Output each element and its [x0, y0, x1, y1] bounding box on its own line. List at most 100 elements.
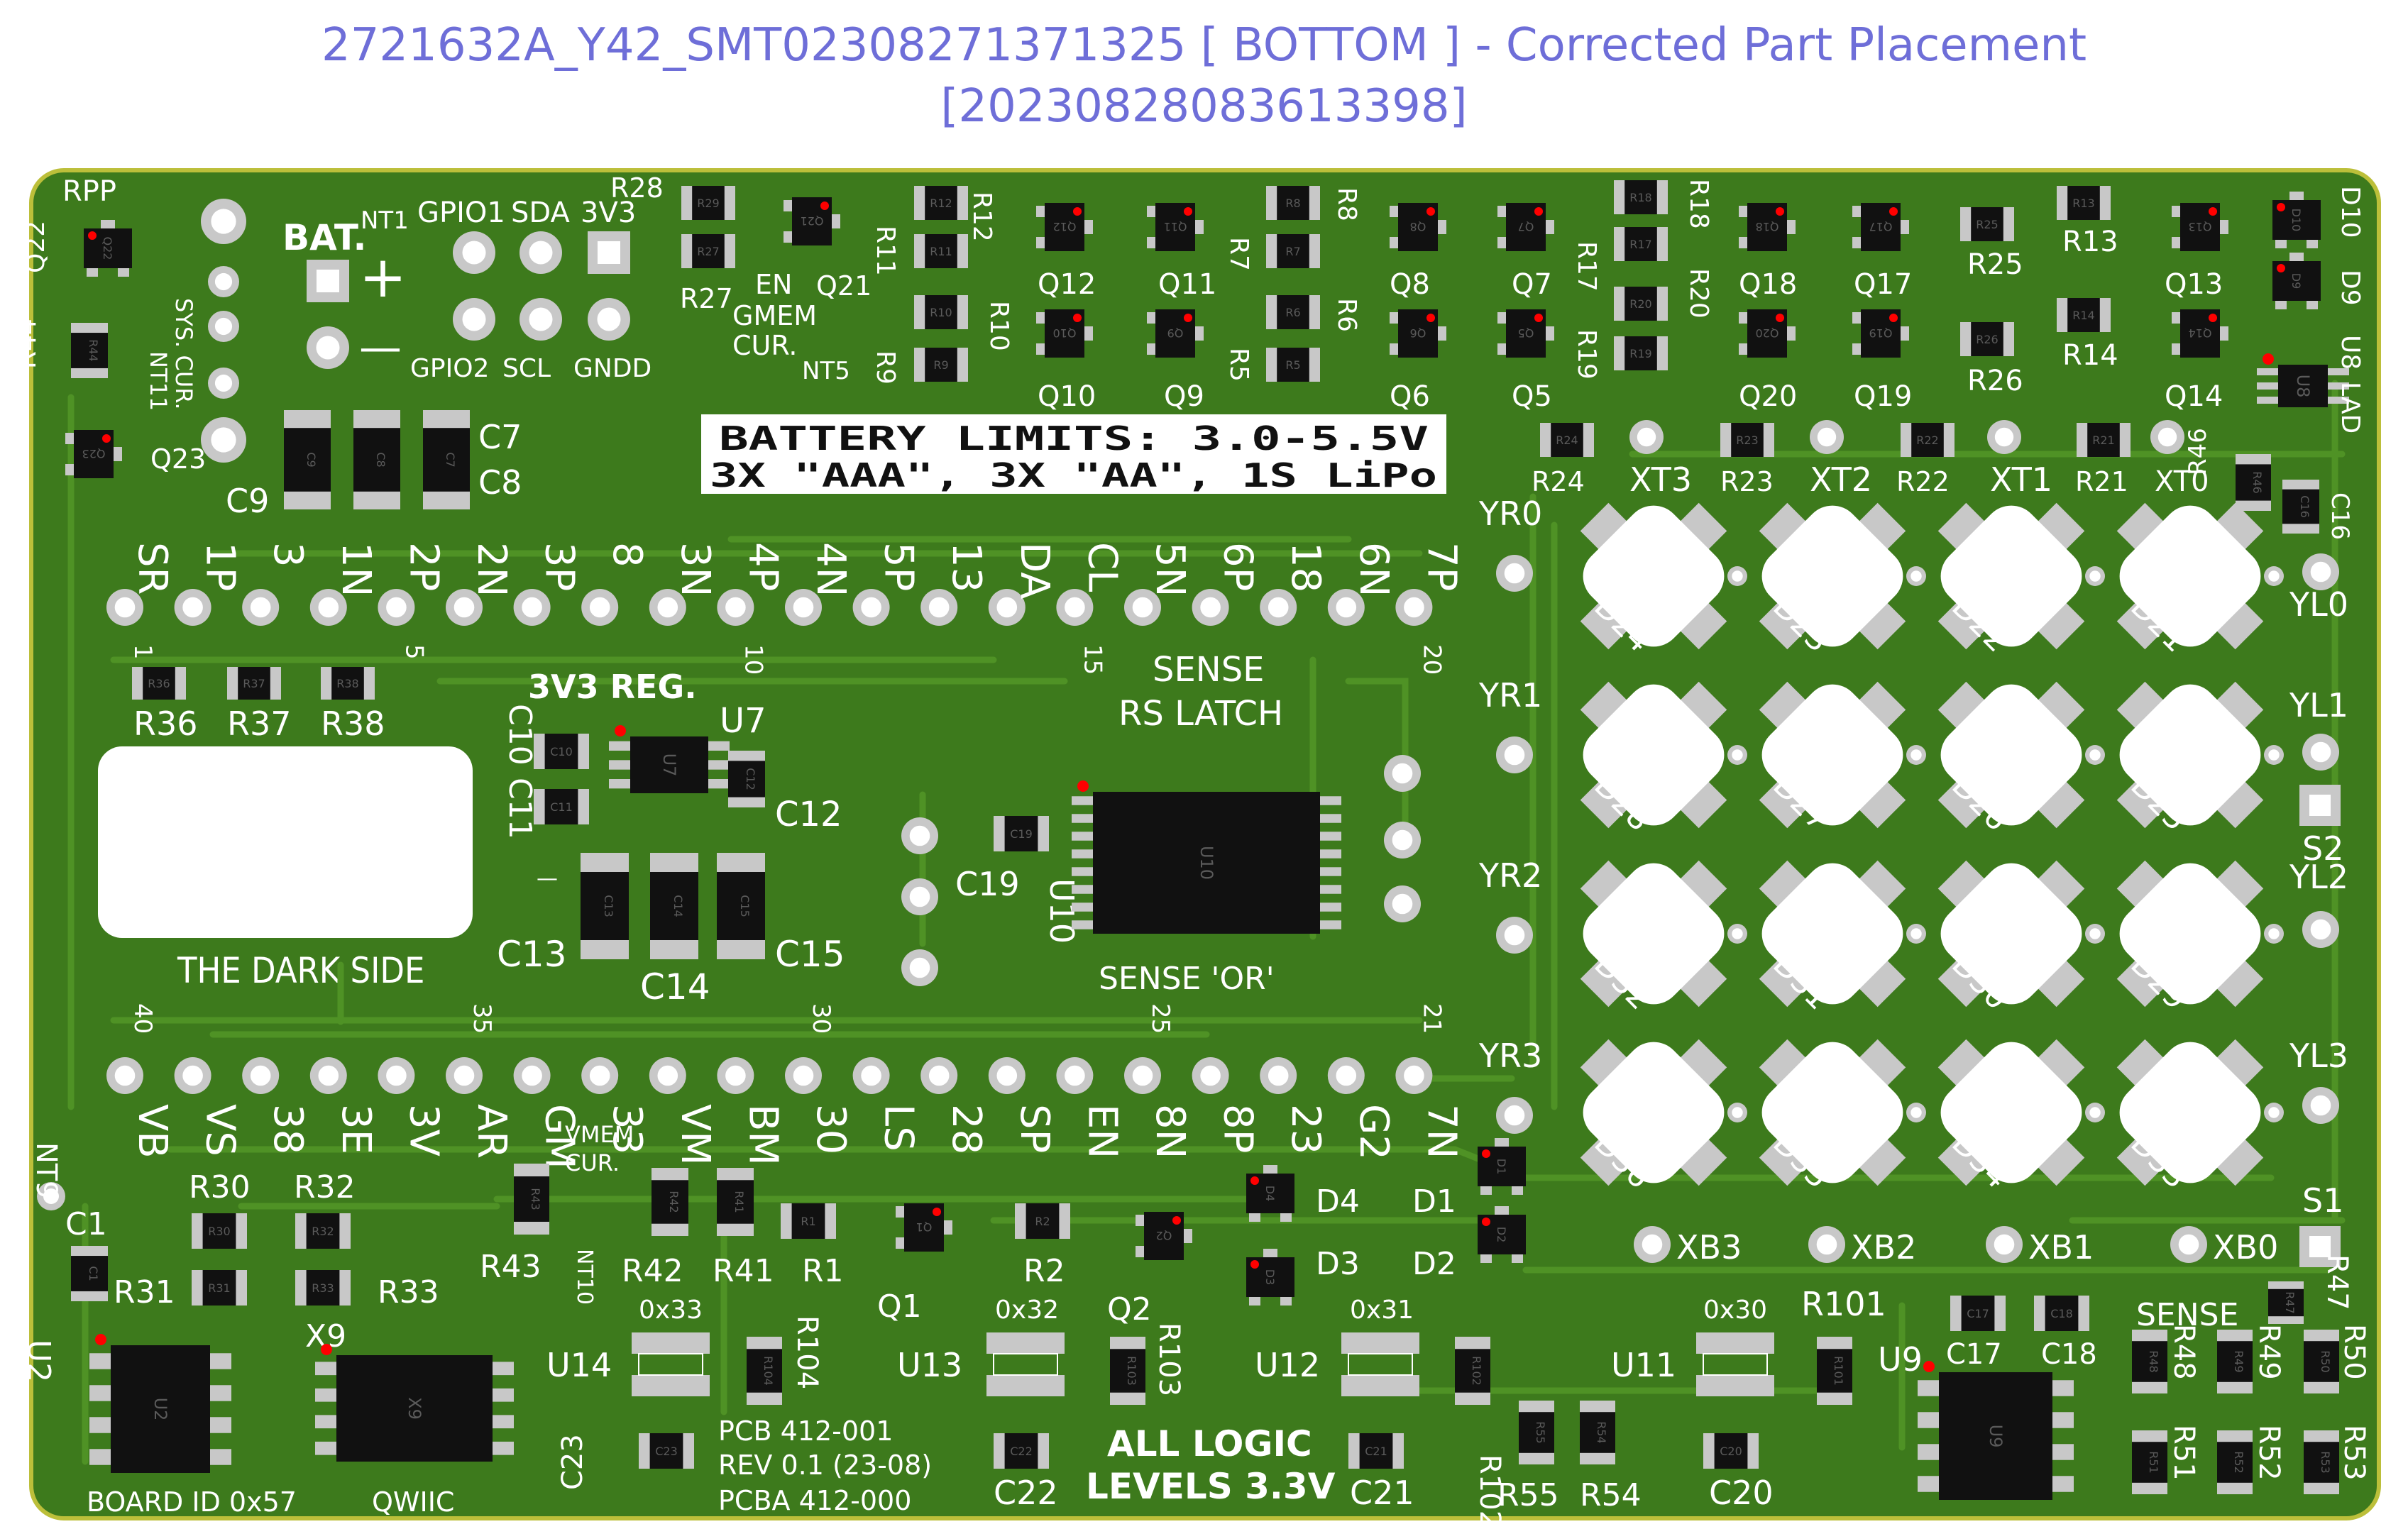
row-pad-yr0	[1496, 555, 1533, 592]
designator-q21: Q21	[816, 270, 872, 302]
designator-q19: Q19	[1854, 380, 1912, 413]
upper-pin-8	[581, 589, 619, 626]
transistor-q1: Q1	[896, 1203, 952, 1252]
plus-label: +	[359, 244, 407, 310]
designator-r102: R102	[1473, 1455, 1506, 1528]
row-label-yr0: YR0	[1478, 495, 1542, 533]
lower-pin-label-11: 30	[808, 1104, 854, 1154]
col-label-yl1: YL1	[2289, 686, 2348, 724]
lower-pin-19	[1327, 1057, 1365, 1094]
addr-u11: 0x30	[1703, 1296, 1767, 1325]
designator-r19: R19	[1572, 329, 1601, 380]
bat-minus-pad	[307, 326, 349, 369]
resistor-r10: R10	[914, 295, 968, 329]
transistor-q10: Q10	[1036, 309, 1093, 358]
designator-r18: R18	[1684, 179, 1713, 229]
resistor-r27: R27	[681, 234, 735, 268]
part-marking: C9	[304, 452, 318, 467]
led-via-d21	[2264, 566, 2284, 586]
part-marking: R55	[1534, 1421, 1547, 1443]
upper-pin-12	[852, 589, 890, 626]
upper-pin-19	[1327, 589, 1365, 626]
designator-c16: C16	[2326, 492, 2354, 540]
col-label-yl0: YL0	[2289, 585, 2348, 624]
upper-pin-5	[378, 589, 415, 626]
upper-pin-number-5: 5	[400, 644, 428, 660]
transistor-d4: D4	[1246, 1165, 1294, 1222]
designator-r7: R7	[1224, 237, 1253, 271]
part-marking: R20	[1629, 297, 1651, 311]
pin1-dot	[1250, 1176, 1259, 1185]
part-marking: R47	[2283, 1291, 2297, 1313]
transistor-q6: Q6	[1390, 309, 1446, 358]
pin1-dot	[1482, 1218, 1490, 1226]
led-via-d28	[1727, 745, 1747, 765]
xb0-pad	[2170, 1226, 2207, 1263]
part-marking: C20	[1720, 1445, 1742, 1458]
designator-r49: R49	[2253, 1324, 2285, 1380]
lower-pin-10	[717, 1057, 754, 1094]
part-marking: R27	[697, 245, 719, 258]
capacitor-r48: R48	[2132, 1330, 2167, 1393]
part-marking: R10	[930, 306, 952, 319]
capacitor-c14: C14	[650, 853, 698, 959]
lower-pin-label-3: 38	[265, 1104, 311, 1154]
lower-pin-label-7: GM	[537, 1104, 583, 1169]
designator-c20: C20	[1709, 1474, 1774, 1512]
part-marking: C11	[550, 800, 573, 814]
latch-pad-1	[901, 817, 938, 854]
designator-c23: C23	[556, 1434, 589, 1490]
xb1-label: XB1	[2028, 1228, 2094, 1266]
upper-pin-label-14: DA	[1011, 542, 1057, 599]
nt10-label: NT10	[572, 1249, 597, 1305]
pin1-dot	[1482, 1149, 1490, 1158]
designator-r1: R1	[802, 1253, 844, 1289]
resistor-r24: R24	[1540, 423, 1594, 457]
part-marking: R41	[732, 1191, 746, 1213]
transistor-d9: D9	[2272, 253, 2321, 309]
part-marking: C21	[1365, 1445, 1387, 1458]
led-d21	[2116, 502, 2264, 650]
scl-label: SCL	[502, 354, 551, 383]
part-marking: C23	[655, 1445, 678, 1458]
capacitor-r50: R50	[2304, 1330, 2339, 1393]
xb0-label: XB0	[2213, 1228, 2278, 1266]
gndd-label: GNDD	[573, 354, 652, 383]
part-marking: R101	[1832, 1356, 1845, 1386]
bat-label: BAT.	[282, 217, 366, 258]
led-d27	[1759, 681, 1906, 829]
rs-latch-label: RS LATCH	[1118, 694, 1283, 734]
pin1-dot	[1534, 207, 1543, 216]
part-marking: Q8	[1410, 220, 1426, 233]
designator-u11: U11	[1611, 1346, 1676, 1384]
capacitor-r101: R101	[1817, 1337, 1852, 1405]
led-d28	[1580, 681, 1727, 829]
designator-u13: U13	[897, 1346, 962, 1384]
lower-pin-6	[446, 1057, 483, 1094]
battery-limits-box: BATTERY LIMITS: 3.0-5.5V 3X "AAA", 3X "A…	[701, 414, 1446, 495]
pin1-dot	[2209, 314, 2217, 322]
lower-pin-label-18: 23	[1282, 1104, 1329, 1154]
part-marking: Q23	[82, 447, 106, 460]
designator-r14: R14	[2062, 339, 2118, 372]
designator-q6: Q6	[1390, 380, 1430, 413]
designator-r32: R32	[294, 1169, 356, 1205]
lower-pin-label-10: BM	[740, 1104, 786, 1166]
part-marking: Q6	[1410, 326, 1426, 340]
upper-pin-16	[1124, 589, 1161, 626]
capacitor-c9: C9	[284, 410, 331, 509]
part-marking: R26	[1976, 333, 1998, 346]
resistor-c22: C22	[994, 1433, 1049, 1469]
en-label: EN	[755, 269, 792, 300]
lower-pin-label-14: SP	[1011, 1104, 1057, 1153]
pin1-dot	[933, 1208, 941, 1216]
designator-r36: R36	[133, 705, 198, 743]
xb3-label: XB3	[1676, 1228, 1742, 1266]
sys-cur-pin-2	[208, 311, 239, 342]
ic-u11	[1696, 1332, 1774, 1396]
capacitor-r104: R104	[747, 1337, 782, 1405]
designator-r22: R22	[1896, 466, 1950, 497]
upper-pin-label-1: SR	[129, 542, 175, 595]
designator-r47: R47	[2321, 1254, 2353, 1310]
designator-u9: U9	[1878, 1340, 1923, 1379]
